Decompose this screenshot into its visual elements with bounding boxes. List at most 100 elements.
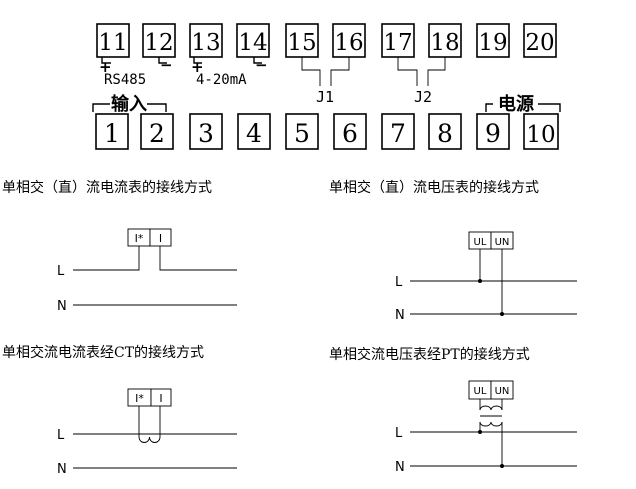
terminal-number: 17 — [383, 30, 412, 56]
minus-bracket-12 — [158, 57, 167, 64]
j1-label: J1 — [316, 88, 334, 106]
terminal-i-star: I* — [135, 232, 144, 245]
terminal-8: 8 — [428, 113, 462, 150]
plus-sign: + — [99, 58, 112, 76]
current-loop-label: 4-20mA — [196, 72, 247, 88]
terminal-11: 11 — [96, 23, 130, 58]
line-l-label: L — [395, 275, 403, 290]
terminal-number: 20 — [525, 30, 554, 56]
terminal-number: 6 — [342, 119, 358, 148]
terminal-un: UN — [495, 237, 510, 248]
junction-dot — [500, 312, 504, 316]
section-voltage-pt: 单相交流电压表经PT的接线方式 UL UN L N — [329, 346, 577, 475]
j2-label: J2 — [414, 88, 432, 106]
section-voltage-direct: 单相交（直）流电压表的接线方式 UL UN L N — [329, 179, 577, 323]
terminal-number: 2 — [149, 119, 165, 148]
terminal-7: 7 — [381, 113, 415, 150]
pt-secondary-coil-icon — [479, 405, 503, 411]
line-n-label: N — [395, 460, 405, 475]
terminal-4: 4 — [237, 113, 271, 150]
terminal-17: 17 — [381, 23, 415, 58]
line-n-label: N — [395, 308, 405, 323]
terminal-i-star: I* — [135, 392, 144, 405]
input-bracket — [92, 103, 167, 112]
terminal-number: 1 — [104, 119, 120, 148]
terminal-15: 15 — [285, 23, 319, 58]
terminal-labels: + − RS485 + − 4-20mA J1 J2 — [99, 56, 446, 106]
terminal-i: I — [159, 392, 162, 405]
meter-terminal-box: I* I — [127, 388, 172, 407]
terminal-ul: UL — [474, 237, 487, 248]
terminal-row-bottom: 输入 电源 1 2 3 4 5 6 7 — [92, 93, 561, 150]
meter-terminal-box: I* I — [127, 228, 172, 247]
terminal-number: 9 — [485, 119, 501, 148]
minus-sign: − — [255, 56, 268, 74]
terminal-20: 20 — [523, 23, 557, 58]
section-current-direct: 单相交（直）流电流表的接线方式 I* I L N — [2, 179, 237, 314]
terminal-row-top: 11 12 13 14 15 16 17 18 — [96, 23, 557, 58]
section-title: 单相交流电流表经CT的接线方式 — [2, 344, 204, 361]
junction-dot — [478, 279, 482, 283]
terminal-19: 19 — [476, 23, 510, 58]
terminal-number: 11 — [98, 30, 127, 56]
terminal-9: 9 — [476, 113, 510, 150]
terminal-10: 10 — [523, 113, 559, 150]
ct-secondary-wires — [138, 406, 161, 437]
terminal-number: 7 — [390, 119, 406, 148]
section-current-ct: 单相交流电流表经CT的接线方式 I* I L N — [2, 344, 237, 477]
pt-primary-coil-icon — [479, 421, 503, 427]
terminal-number: 18 — [430, 30, 459, 56]
terminal-14: 14 — [236, 23, 270, 58]
minus-bracket-14 — [253, 57, 262, 64]
section-title: 单相交（直）流电流表的接线方式 — [2, 179, 212, 196]
meter-terminal-box: UL UN — [468, 380, 514, 400]
section-title: 单相交（直）流电压表的接线方式 — [329, 179, 539, 196]
terminal-ul: UL — [474, 386, 487, 397]
terminal-un: UN — [495, 386, 510, 397]
terminal-6: 6 — [333, 113, 367, 150]
terminal-number: 10 — [526, 122, 555, 148]
terminal-number: 16 — [334, 30, 363, 56]
plus-bracket-13 — [193, 57, 202, 64]
junction-dot — [500, 464, 504, 468]
minus-sign: − — [160, 56, 173, 74]
line-l-label: L — [395, 426, 403, 441]
terminal-18: 18 — [428, 23, 462, 58]
rs485-label: RS485 — [104, 72, 146, 88]
terminal-number: 14 — [238, 30, 267, 56]
terminal-5: 5 — [285, 113, 319, 150]
plus-sign: + — [191, 58, 204, 76]
section-title: 单相交流电压表经PT的接线方式 — [329, 346, 530, 363]
pt-secondary-wires — [479, 399, 503, 410]
line-n-label: N — [57, 462, 67, 477]
terminal-number: 13 — [191, 30, 220, 56]
line-l-wire — [73, 246, 237, 271]
ct-coil-icon — [138, 436, 161, 443]
terminal-number: 19 — [478, 30, 507, 56]
plus-bracket-11 — [101, 57, 111, 64]
input-label: 输入 — [111, 93, 147, 115]
terminal-number: 12 — [144, 30, 173, 56]
terminal-number: 15 — [287, 30, 316, 56]
terminal-16: 16 — [332, 23, 366, 58]
meter-terminal-box: UL UN — [468, 231, 514, 250]
j1-connector — [301, 57, 350, 86]
terminal-number: 5 — [294, 119, 310, 148]
terminal-2: 2 — [140, 113, 174, 150]
j2-connector — [397, 57, 446, 86]
terminal-number: 8 — [437, 119, 453, 148]
line-n-label: N — [57, 299, 67, 314]
terminal-number: 3 — [198, 119, 214, 148]
junction-dot — [478, 430, 482, 434]
terminal-number: 4 — [246, 119, 262, 148]
terminal-1: 1 — [95, 113, 129, 150]
line-l-label: L — [57, 428, 65, 443]
terminal-i: I — [159, 232, 162, 245]
power-bracket — [485, 103, 561, 112]
terminal-13: 13 — [189, 23, 223, 58]
line-l-label: L — [57, 264, 65, 279]
terminal-12: 12 — [142, 23, 176, 58]
terminal-3: 3 — [189, 113, 223, 150]
power-label: 电源 — [498, 93, 534, 115]
